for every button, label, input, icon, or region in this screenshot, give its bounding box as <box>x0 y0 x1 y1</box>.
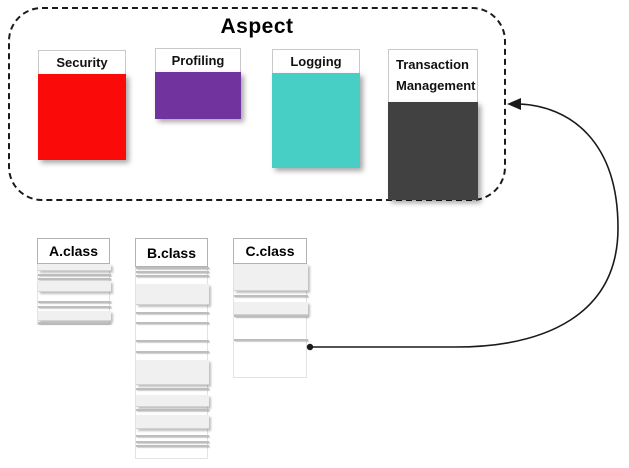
code-line-line <box>136 312 209 314</box>
class-box-c-title: C.class <box>233 238 307 264</box>
class-box-a-code-lines <box>38 264 111 324</box>
code-line-bar <box>136 395 209 407</box>
aspect-block-transaction-management: Transaction Management <box>388 49 478 200</box>
code-line-gap <box>136 342 207 351</box>
code-line-gap <box>38 292 109 301</box>
class-box-a-title: A.class <box>37 238 110 264</box>
aspect-title: Aspect <box>220 15 294 38</box>
connector-start-dot <box>306 343 314 351</box>
code-line-line <box>136 271 209 273</box>
code-line-line <box>136 435 209 437</box>
code-line-line <box>136 409 209 411</box>
code-line-line <box>234 315 308 317</box>
code-line-gap <box>136 314 207 322</box>
code-line-line <box>234 339 308 341</box>
class-box-c: C.class <box>233 238 308 378</box>
class-box-b: B.class <box>135 238 209 459</box>
code-line-line <box>136 322 209 324</box>
aspect-block-security: Security <box>38 50 126 160</box>
aspect-block-logging-label: Logging <box>272 49 360 73</box>
code-line-line <box>38 322 111 324</box>
class-box-b-title: B.class <box>135 238 208 267</box>
code-line-gap <box>136 305 207 312</box>
code-line-bar <box>136 415 209 429</box>
code-line-line <box>136 441 209 443</box>
aspect-container: Aspect Security Profiling Logging Transa… <box>8 7 506 201</box>
code-line-bar <box>38 281 111 292</box>
code-line-gap <box>136 277 207 284</box>
code-line-line <box>136 351 209 353</box>
code-line-bar <box>136 360 209 385</box>
aspect-block-profiling-label: Profiling <box>155 48 241 72</box>
code-line-line <box>136 267 209 269</box>
code-line-bar <box>38 264 111 271</box>
aspect-block-profiling-swatch <box>155 71 241 119</box>
arrowhead-icon <box>507 98 521 110</box>
aspect-block-security-swatch <box>38 73 126 160</box>
code-line-bar <box>234 302 308 315</box>
code-line-line <box>38 306 111 308</box>
code-line-gap <box>234 317 306 339</box>
class-box-a: A.class <box>37 238 111 325</box>
code-line-line <box>136 445 209 447</box>
aspect-block-logging-swatch <box>272 72 360 168</box>
code-line-line <box>136 340 209 342</box>
code-line-line <box>38 274 111 276</box>
code-line-bar <box>38 311 111 321</box>
code-line-line <box>234 295 308 297</box>
code-line-line <box>136 275 209 277</box>
code-line-bar <box>136 284 209 305</box>
class-box-b-code-lines <box>136 267 209 458</box>
aspect-block-transaction-management-label: Transaction Management <box>388 49 478 102</box>
aspect-block-profiling: Profiling <box>155 48 241 119</box>
class-box-c-code-lines <box>234 264 308 377</box>
code-line-gap <box>136 324 207 340</box>
aspect-block-security-label: Security <box>38 50 126 74</box>
aspect-block-transaction-management-swatch <box>388 101 478 200</box>
code-line-line <box>136 388 209 390</box>
code-line-bar <box>234 264 308 291</box>
code-line-line <box>38 301 111 303</box>
code-line-gap <box>136 353 207 360</box>
aspect-block-logging: Logging <box>272 49 360 168</box>
code-line-line <box>38 278 111 280</box>
